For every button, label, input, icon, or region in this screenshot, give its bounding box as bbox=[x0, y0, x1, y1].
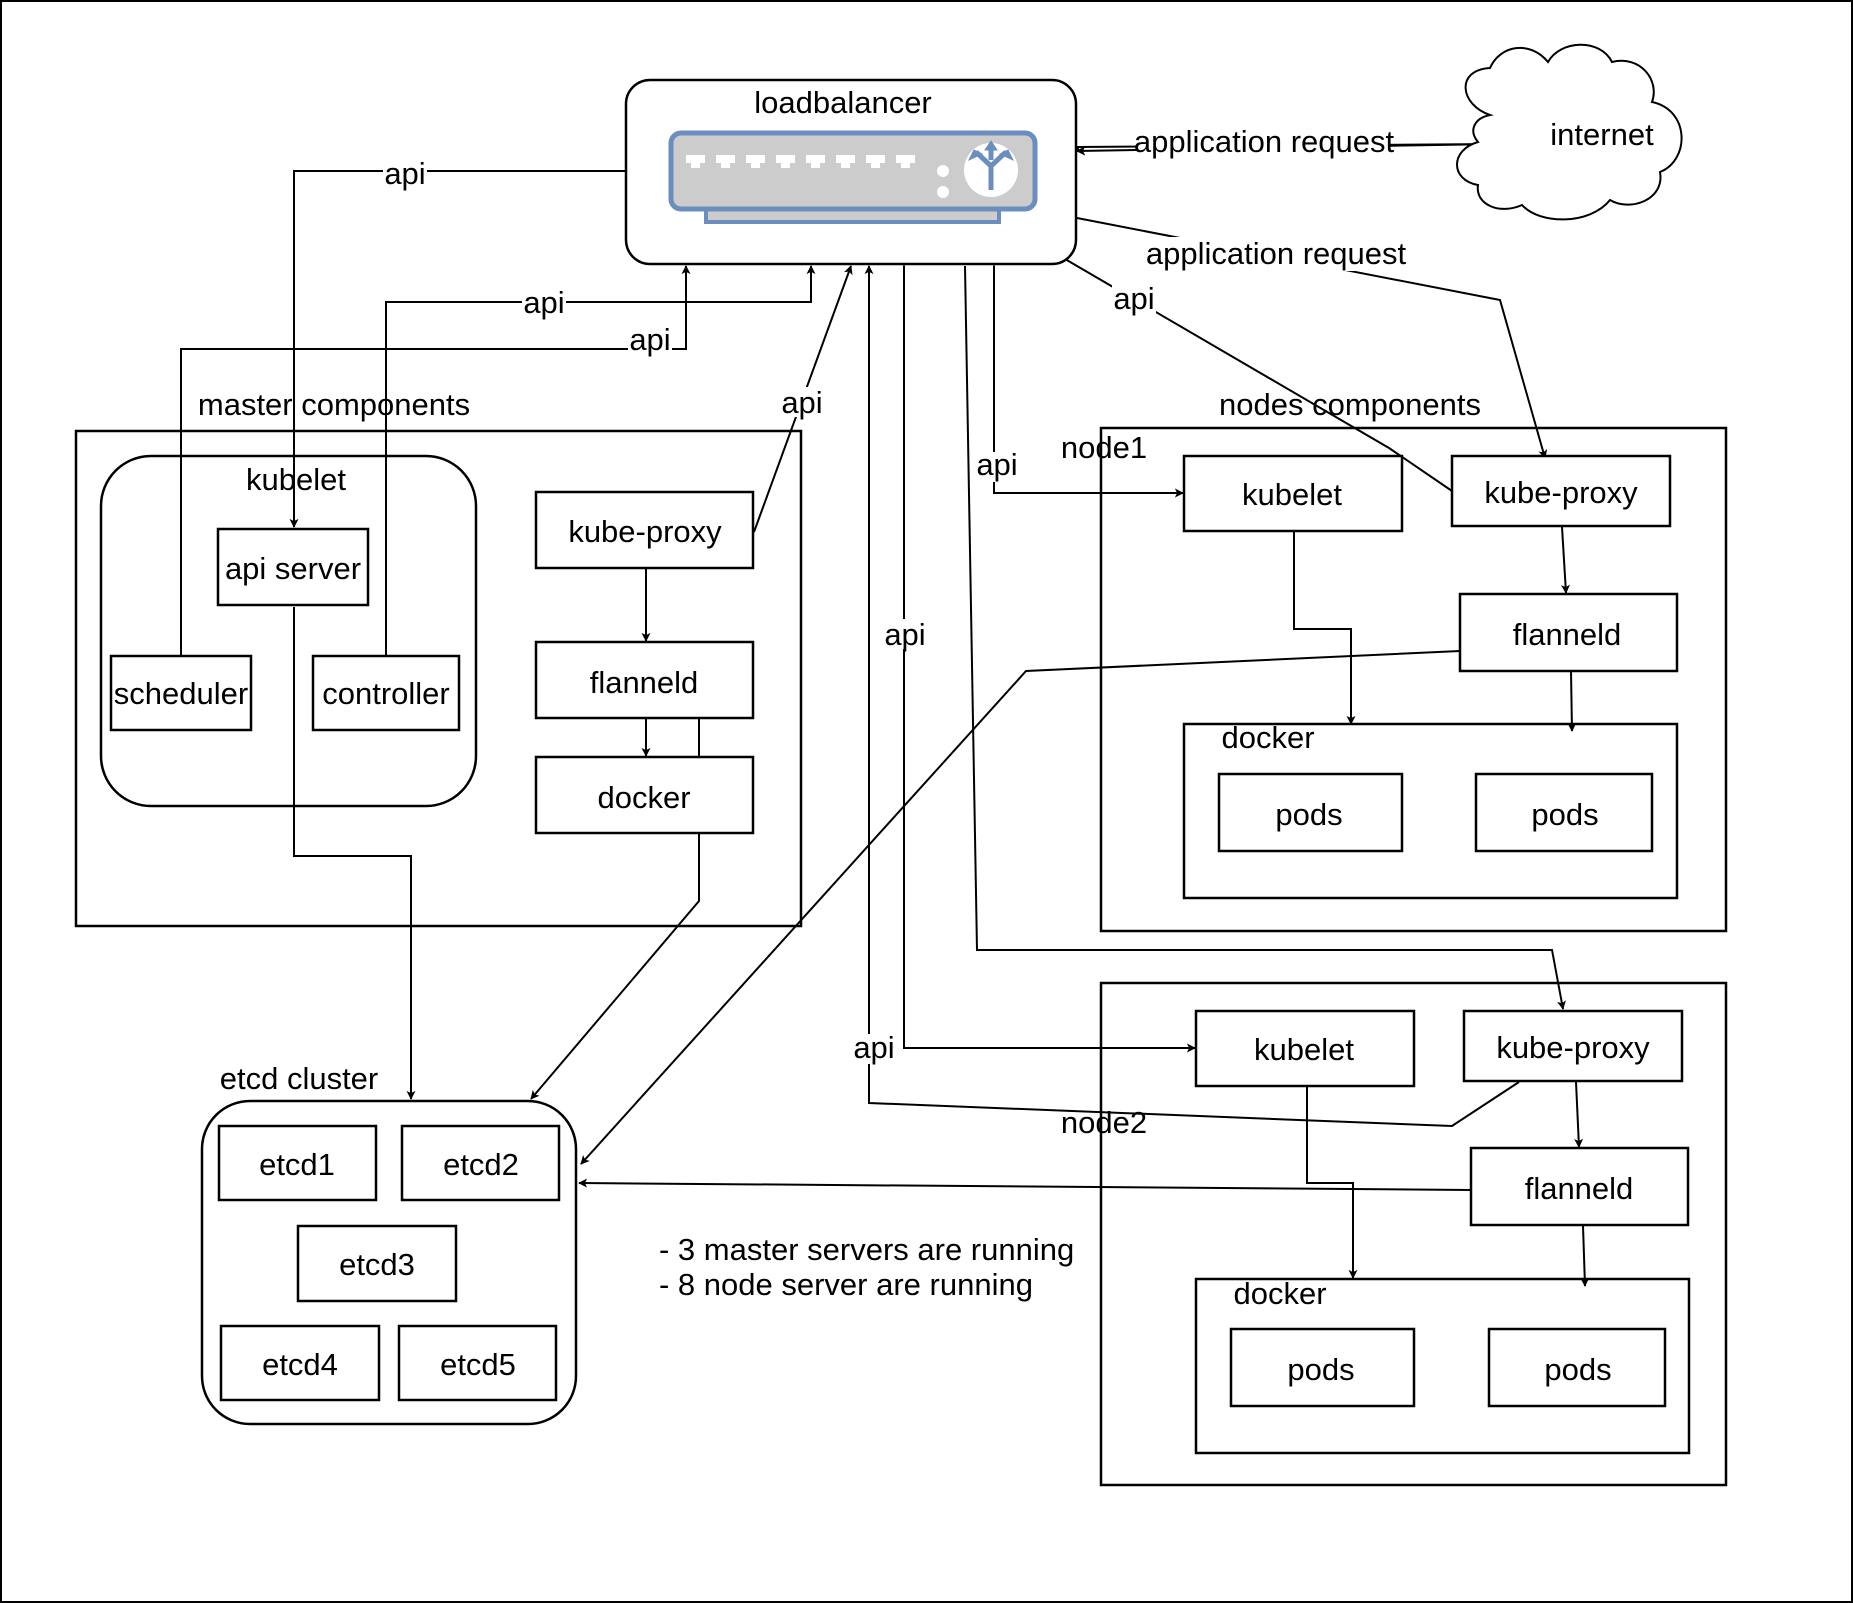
note-line-2: - 8 node server are running bbox=[659, 1267, 1033, 1302]
edge-node1-kubelet-to-docker bbox=[1293, 532, 1356, 725]
node1-kubelet-label: kubelet bbox=[1242, 477, 1342, 512]
etcd4-box bbox=[219, 1324, 381, 1402]
etcd1-box bbox=[217, 1124, 378, 1202]
loadbalancer-label: loadbalancer bbox=[754, 85, 932, 120]
master-docker-box bbox=[534, 755, 755, 835]
master-components-label: master components bbox=[198, 387, 470, 422]
edge-apiserver-to-etcd bbox=[293, 607, 416, 1100]
etcd5-label: etcd5 bbox=[440, 1347, 516, 1382]
cloud-shape bbox=[1456, 43, 1683, 221]
node1-kube-proxy-label: kube-proxy bbox=[1484, 475, 1638, 510]
node1-pods-2-label: pods bbox=[1531, 797, 1598, 832]
api-server-label: api server bbox=[225, 551, 361, 586]
edge-label-api-controller: api bbox=[523, 285, 564, 320]
etcd3-label: etcd3 bbox=[339, 1247, 415, 1282]
master-components-frame bbox=[74, 429, 803, 928]
master-kube-proxy-label: kube-proxy bbox=[568, 514, 722, 549]
edge-scheduler-to-lb bbox=[180, 265, 691, 656]
edge-node2-kubelet-to-docker bbox=[1306, 1087, 1358, 1279]
edge-node2-flanneld-to-etcd bbox=[578, 1178, 1472, 1191]
scheduler-box bbox=[109, 654, 253, 732]
edge-node2-proxy-to-flanneld bbox=[1574, 1081, 1584, 1148]
scheduler-label: scheduler bbox=[114, 676, 248, 711]
edge-lb-to-node2-proxy bbox=[964, 265, 1566, 1010]
edge-controller-to-lb bbox=[385, 265, 816, 656]
etcd5-box bbox=[397, 1324, 558, 1402]
node2-kubelet-box bbox=[1194, 1009, 1416, 1088]
node2-pods-2-box bbox=[1487, 1327, 1667, 1408]
edge-label-api-master-proxy: api bbox=[781, 385, 822, 420]
node2-frame bbox=[1099, 981, 1728, 1487]
node2-kube-proxy-label: kube-proxy bbox=[1496, 1030, 1650, 1065]
controller-label: controller bbox=[322, 676, 450, 711]
api-server-box bbox=[216, 527, 370, 607]
edge-lb-to-node2-kubelet bbox=[899, 257, 1196, 1053]
node1-kubelet-box bbox=[1182, 454, 1404, 533]
master-flanneld-label: flanneld bbox=[590, 665, 699, 700]
note-line-1: - 3 master servers are running bbox=[659, 1232, 1074, 1267]
node1-pods-1-box bbox=[1217, 772, 1404, 853]
etcd2-box bbox=[400, 1124, 561, 1202]
edge-label-api-lb-apiserver: api bbox=[384, 156, 425, 191]
master-flanneld-box bbox=[534, 640, 755, 720]
node2-flanneld-box bbox=[1469, 1146, 1690, 1227]
node2-pods-2-label: pods bbox=[1544, 1352, 1611, 1387]
master-kube-proxy-box bbox=[534, 490, 755, 570]
node2-docker-label: docker bbox=[1233, 1276, 1326, 1311]
node1-flanneld-box bbox=[1458, 592, 1679, 673]
node1-label: node1 bbox=[1061, 430, 1147, 465]
kubelet-group-label: kubelet bbox=[246, 462, 346, 497]
kubelet-group-frame bbox=[99, 454, 478, 808]
node1-flanneld-label: flanneld bbox=[1513, 617, 1622, 652]
node1-kube-proxy-box bbox=[1450, 454, 1672, 528]
edge-node1-proxy-to-flanneld bbox=[1561, 526, 1571, 594]
internet-cloud: internet bbox=[1456, 43, 1683, 221]
node1-docker-box bbox=[1182, 722, 1679, 900]
node2-pods-1-label: pods bbox=[1287, 1352, 1354, 1387]
etcd3-box bbox=[296, 1224, 458, 1303]
edge-label-api-node2-proxy: api bbox=[853, 1030, 894, 1065]
edge-label-app-request-out: application request bbox=[1146, 236, 1407, 271]
edge-lb-to-apiserver bbox=[289, 170, 626, 528]
controller-box bbox=[311, 654, 461, 732]
nodes-components-label: nodes components bbox=[1219, 387, 1481, 422]
edge-label-app-request-in: application request bbox=[1134, 124, 1395, 159]
edge-node1-flanneld-to-etcd bbox=[580, 650, 1461, 1165]
edge-label-api-scheduler: api bbox=[629, 322, 670, 357]
etcd-cluster-frame bbox=[200, 1099, 578, 1426]
etcd1-label: etcd1 bbox=[259, 1147, 335, 1182]
etcd2-label: etcd2 bbox=[443, 1147, 519, 1182]
node2-kubelet-label: kubelet bbox=[1254, 1032, 1354, 1067]
loadbalancer-device-icon bbox=[668, 130, 1038, 224]
node2-docker-box bbox=[1194, 1277, 1691, 1455]
node1-pods-1-label: pods bbox=[1275, 797, 1342, 832]
edge-label-api-node1-kubelet: api bbox=[976, 447, 1017, 482]
node1-docker-label: docker bbox=[1221, 720, 1314, 755]
edge-label-api-node2-kubelet: api bbox=[884, 617, 925, 652]
node1-pods-2-box bbox=[1474, 772, 1654, 853]
node2-flanneld-label: flanneld bbox=[1525, 1171, 1634, 1206]
node2-label: node2 bbox=[1061, 1105, 1147, 1140]
edges bbox=[180, 143, 1590, 1287]
node2-pods-1-box bbox=[1229, 1327, 1416, 1408]
etcd-cluster-label: etcd cluster bbox=[220, 1061, 379, 1096]
edge-label-api-node1-proxy: api bbox=[1113, 281, 1154, 316]
etcd4-label: etcd4 bbox=[262, 1347, 338, 1382]
edge-node1-flanneld-to-docker bbox=[1567, 671, 1577, 732]
internet-label: internet bbox=[1550, 117, 1654, 152]
split-arrows-icon bbox=[967, 140, 1015, 190]
edge-node2-proxy-to-lb bbox=[864, 265, 1520, 1128]
master-docker-label: docker bbox=[597, 780, 690, 815]
edge-node2-flanneld-to-docker bbox=[1580, 1225, 1590, 1287]
node2-kube-proxy-box bbox=[1462, 1009, 1684, 1083]
edge-labels: application request application request … bbox=[383, 124, 1407, 1065]
